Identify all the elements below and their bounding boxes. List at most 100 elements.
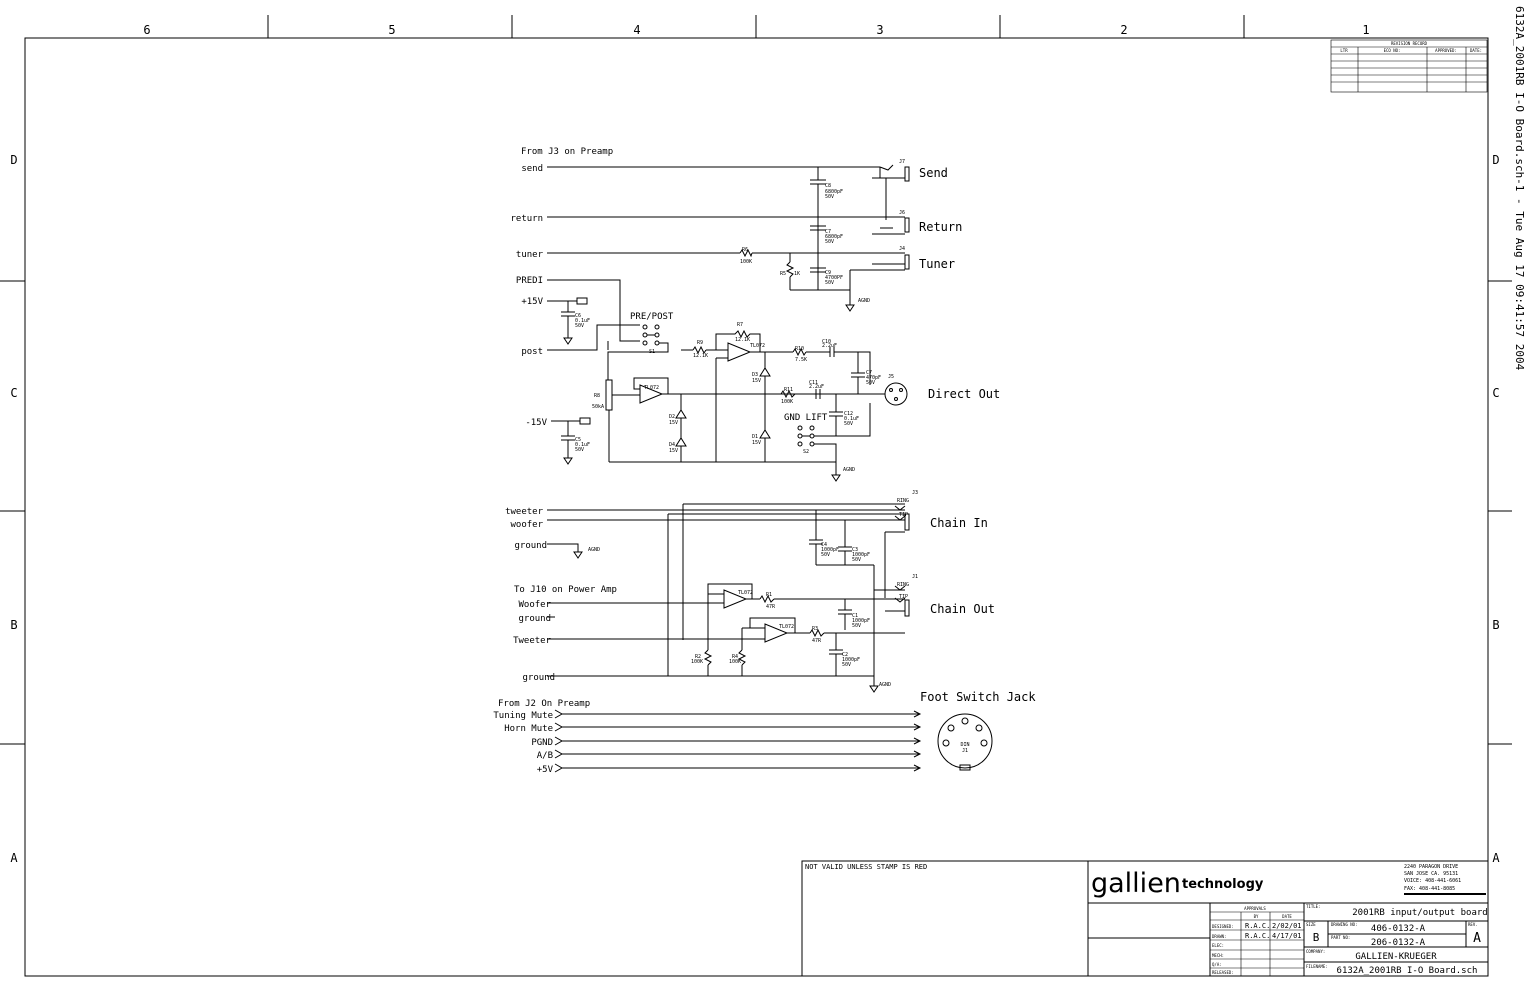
c7b-value: 470pF (866, 375, 881, 381)
label-foot-switch: Foot Switch Jack (920, 690, 1036, 704)
sheet-border (24, 37, 1489, 977)
d3-value: 15V (752, 378, 761, 384)
label-p15v: +15V (521, 297, 543, 307)
filename-heading: FILENAME: (1306, 964, 1328, 969)
wiring-chain (547, 503, 910, 693)
drawing-title: 2001RB input/output board (1352, 908, 1487, 918)
d2-value: 15V (669, 420, 678, 426)
title-block-frame (801, 860, 1489, 977)
drawn-by: R.A.C. (1245, 932, 1270, 940)
c12-voltage: 50V (844, 421, 853, 427)
row-label-b: B (10, 618, 17, 632)
c7-value: 6800pF (825, 234, 843, 240)
d2-ref: D2 (669, 414, 675, 420)
rev-value: A (1473, 931, 1481, 946)
revision-header-ltr: LTR (1340, 48, 1348, 53)
j4-ref: J4 (899, 246, 905, 252)
col-label-4: 4 (633, 23, 640, 37)
j3-ring: RING (897, 498, 909, 504)
j7-ref: J7 (899, 159, 905, 165)
r6-ref: R6 (742, 247, 748, 253)
drawn-date: 4/17/01 (1272, 932, 1302, 940)
label-from-j2: From J2 On Preamp (498, 699, 590, 709)
agnd-label-3: AGND (588, 547, 600, 553)
r1-ref: R1 (766, 592, 772, 598)
r3-value: 47R (812, 638, 822, 644)
row-label-d-right: D (1492, 153, 1499, 167)
din-ref: J1 (962, 748, 968, 754)
c7-ref: C7 (825, 229, 831, 235)
label-tweeter: tweeter (505, 507, 544, 517)
col-label-5: 5 (388, 23, 395, 37)
part-no-heading: PART NO: (1331, 935, 1350, 940)
label-jack-return: Return (919, 220, 962, 234)
filename-value: 6132A_2001RB I-O Board.sch (1337, 966, 1478, 976)
c7b-ref: C7 (866, 370, 872, 376)
approvals-date-header: DATE (1282, 914, 1292, 919)
col-label-2: 2 (1120, 23, 1127, 37)
qa-label: Q/A: (1212, 962, 1222, 967)
label-m15v: -15V (525, 418, 547, 428)
address-line-1: 2240 PARAGON DRIVE (1404, 864, 1458, 870)
agnd-label-4: AGND (879, 682, 891, 688)
r11-value: 100K (781, 399, 793, 405)
j3-tip: TIP (899, 512, 908, 518)
r4-ref: R4 (732, 654, 738, 660)
c5-value: 0.1uF (575, 442, 590, 448)
u1a-part: TL072 (779, 624, 794, 630)
wiring-direct-out (547, 279, 908, 482)
d3-ref: D3 (752, 372, 758, 378)
elec-label: ELEC: (1212, 943, 1224, 948)
c4-value: 1000pF (821, 547, 839, 553)
address-line-2: SAN JOSE CA. 95131 (1404, 871, 1458, 877)
col-label-1: 1 (1362, 23, 1369, 37)
label-tweeter-2: Tweeter (513, 636, 552, 646)
label-tuning-mute: Tuning Mute (493, 711, 553, 721)
c1-value: 1000pF (852, 618, 870, 624)
revision-record (1330, 39, 1488, 93)
u1b-part: TL072 (738, 590, 753, 596)
j2-ref: J1 (912, 574, 918, 580)
r7-ref: R7 (737, 322, 743, 328)
s1-ref: S1 (649, 349, 655, 355)
j2-tip: TIP (899, 594, 908, 600)
c6-value: 0.1uF (575, 318, 590, 324)
wiring-foot-switch (554, 709, 993, 773)
label-chain-in: Chain In (930, 516, 988, 530)
c8-voltage: 50V (825, 194, 834, 200)
r6-value: 100K (740, 259, 752, 265)
c4-ref: C4 (821, 542, 827, 548)
approvals-heading: APPROVALS (1244, 906, 1266, 911)
label-from-j3: From J3 on Preamp (521, 147, 613, 157)
side-stamp: 6132A_2001RB I-O Board.sch-1 - Tue Aug 1… (1513, 6, 1526, 371)
d1-value: 15V (752, 440, 761, 446)
label-send: send (521, 164, 543, 174)
revision-header-eco: ECO NO: (1384, 48, 1401, 53)
c1-ref: C1 (852, 613, 858, 619)
brand-suffix: technology (1182, 877, 1264, 892)
company-value: GALLIEN-KRUEGER (1355, 952, 1437, 962)
label-return: return (510, 214, 543, 224)
drawn-label: DRAWN: (1212, 934, 1226, 939)
r10-value: 7.5K (795, 357, 807, 363)
r7-value: 12.1K (735, 337, 750, 343)
c8-value: 6800pF (825, 189, 843, 195)
r9-value: 12.1K (693, 353, 708, 359)
released-label: RELEASED: (1212, 970, 1234, 975)
label-ground-3: ground (522, 673, 555, 683)
u2a-part: TL072 (750, 343, 765, 349)
c12-value: 0.1uF (844, 416, 859, 422)
label-woofer-2: Woofer (518, 600, 551, 610)
brand-logo: gallien (1091, 868, 1181, 899)
fax-number: FAX: 408-441-8085 (1404, 886, 1455, 892)
label-woofer: woofer (510, 520, 543, 530)
row-label-c-right: C (1492, 386, 1499, 400)
c2-value: 1000pF (842, 657, 860, 663)
c5-voltage: 50V (575, 447, 584, 453)
title-heading: TITLE: (1306, 904, 1320, 909)
label-tuner: tuner (516, 250, 544, 260)
row-label-d: D (10, 153, 17, 167)
r10-ref: R10 (795, 346, 804, 352)
r1-value: 47R (766, 604, 776, 610)
